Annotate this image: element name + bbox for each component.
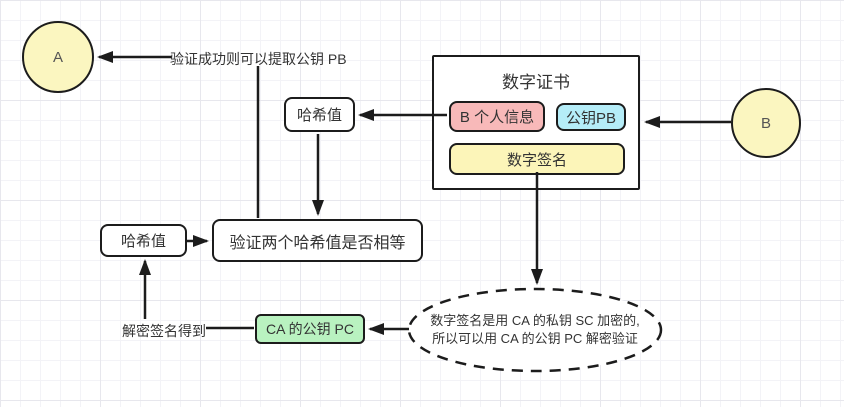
annotation-verify-success: 验证成功则可以提取公钥 PB bbox=[170, 51, 347, 67]
signature-note-line2: 所以可以用 CA 的公钥 PC 解密验证 bbox=[432, 331, 638, 346]
certificate-box: 数字证书 B 个人信息 公钥PB 数字签名 bbox=[432, 55, 640, 190]
cert-item-digital-signature: 数字签名 bbox=[449, 143, 625, 175]
hash-value-top-box: 哈希值 bbox=[284, 97, 355, 132]
annotation-decrypt-signature: 解密签名得到 bbox=[122, 323, 206, 339]
actor-a-node: A bbox=[22, 21, 94, 93]
certificate-title: 数字证书 bbox=[502, 73, 570, 92]
verify-equal-box: 验证两个哈希值是否相等 bbox=[212, 219, 423, 262]
cert-item-public-key-pb: 公钥PB bbox=[556, 103, 626, 131]
ca-public-key-box: CA 的公钥 PC bbox=[255, 314, 365, 344]
hash-value-left-box: 哈希值 bbox=[100, 224, 187, 257]
signature-note-line1: 数字签名是用 CA 的私钥 SC 加密的, bbox=[430, 313, 640, 328]
actor-b-node: B bbox=[731, 88, 801, 158]
cert-item-personal-info: B 个人信息 bbox=[449, 101, 545, 132]
signature-note-text: 数字签名是用 CA 的私钥 SC 加密的, 所以可以用 CA 的公钥 PC 解密… bbox=[409, 312, 661, 348]
